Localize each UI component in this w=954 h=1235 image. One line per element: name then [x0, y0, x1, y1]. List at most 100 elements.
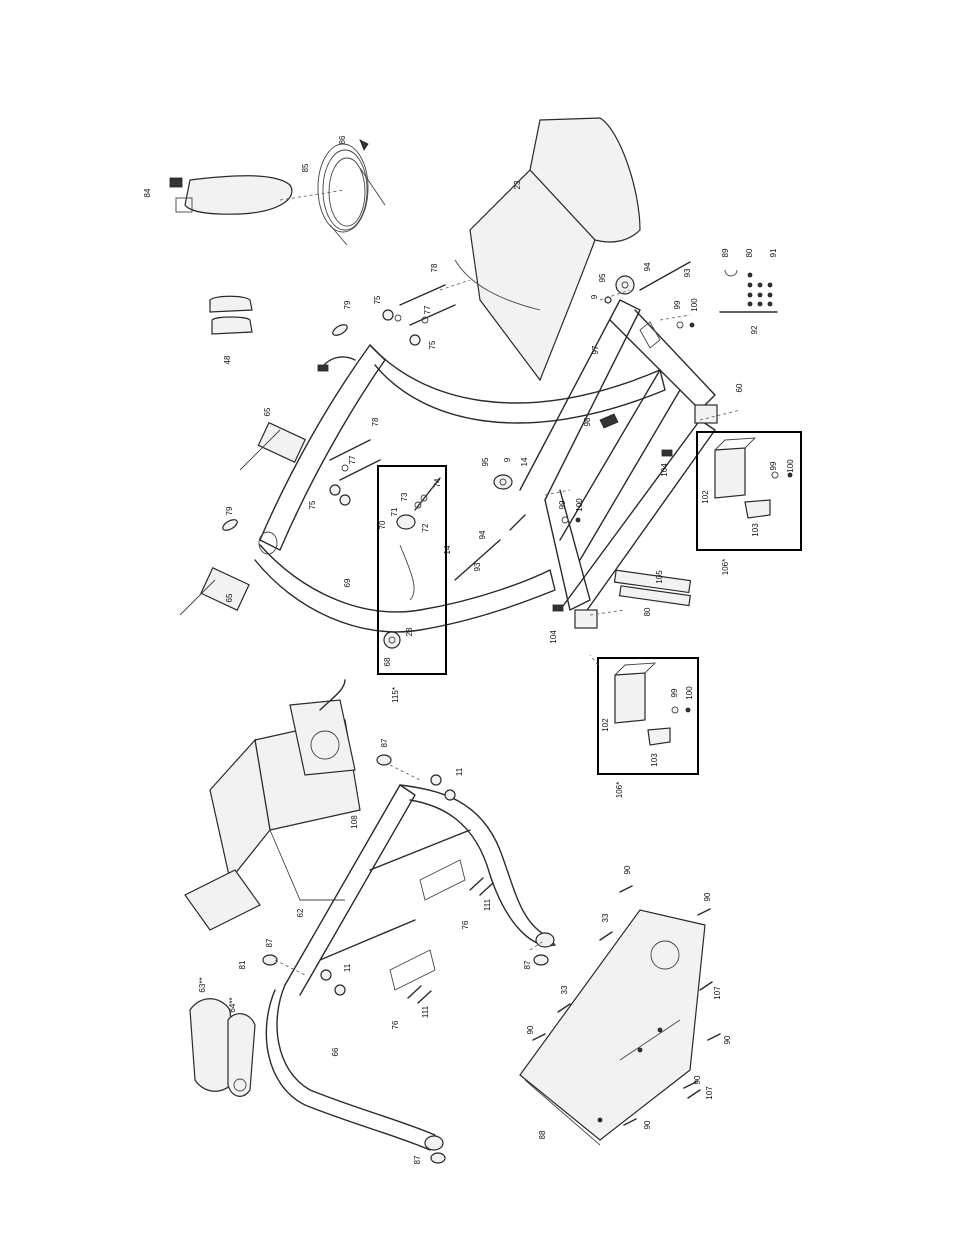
callout-l100b: 100: [575, 498, 584, 512]
callout-l103b: 103: [650, 753, 659, 767]
callout-l90b: 90: [703, 892, 712, 901]
callout-l72: 72: [421, 523, 430, 532]
callout-l73: 73: [400, 492, 409, 501]
part-wire-harness: [318, 357, 355, 371]
callout-l106a: 106*: [721, 559, 730, 575]
part-84-strap: [170, 176, 292, 214]
callout-l79a: 79: [343, 300, 352, 309]
callout-l111b: 111: [421, 1005, 430, 1018]
callout-l90d: 90: [723, 1035, 732, 1044]
callout-l115: 115*: [391, 687, 400, 703]
callout-l28: 28: [405, 627, 414, 636]
callout-l63: 63**: [198, 977, 207, 992]
part-63-64-handles: [190, 999, 255, 1097]
part-78-bolts-lower: [330, 440, 380, 505]
callout-l90c: 90: [526, 1025, 535, 1034]
callout-l90a: 90: [623, 865, 632, 874]
callout-l97: 97: [591, 345, 600, 354]
callout-l81: 81: [238, 960, 247, 969]
callout-l98: 98: [583, 417, 592, 426]
callout-l77b: 77: [348, 455, 357, 464]
part-23-seat: [455, 118, 640, 380]
callout-l103a: 103: [751, 523, 760, 537]
callout-l14b: 14: [443, 545, 452, 554]
callout-l99c: 99: [769, 461, 778, 470]
callout-l108: 108: [350, 815, 359, 829]
callout-l33a: 33: [601, 913, 610, 922]
callout-l102a: 102: [701, 490, 710, 504]
callout-l94b: 94: [478, 530, 487, 539]
callout-l87b: 87: [265, 938, 274, 947]
callout-l84: 84: [143, 188, 152, 197]
callout-l87c: 87: [523, 960, 532, 969]
callout-l11a: 11: [455, 767, 464, 776]
callout-l74: 74: [433, 478, 442, 487]
callout-l11b: 11: [343, 963, 352, 972]
callout-l85: 85: [301, 163, 310, 172]
callout-l100c: 100: [786, 459, 795, 473]
callout-l75c: 75: [308, 500, 317, 509]
part-65-pad-lower: [180, 568, 249, 615]
callout-l95a: 95: [598, 273, 607, 282]
callout-l90e: 90: [693, 1075, 702, 1084]
callout-l70: 70: [378, 520, 387, 529]
callout-l65b: 65: [225, 593, 234, 602]
callout-l23: 23: [513, 180, 522, 189]
callout-l91: 91: [769, 248, 778, 257]
callout-l87d: 87: [413, 1155, 422, 1164]
part-105-cylinder: [615, 570, 691, 605]
callout-l77a: 77: [423, 305, 432, 314]
callout-l104a: 104: [660, 463, 669, 477]
part-111-screws: [408, 878, 493, 1003]
callout-l60a: 60: [735, 383, 744, 392]
callout-l9a: 9: [590, 294, 599, 299]
callout-l66: 66: [331, 1047, 340, 1056]
part-95-pulley-lower: [455, 475, 525, 580]
callout-l33b: 33: [560, 985, 569, 994]
callout-l76b: 76: [391, 1020, 400, 1029]
part-65-pad-upper: [240, 423, 305, 470]
callout-l100d: 100: [685, 686, 694, 700]
callout-l86: 86: [338, 135, 347, 144]
callout-l107b: 107: [705, 1086, 714, 1100]
part-78-bolts-upper: [383, 285, 455, 345]
callout-l95b: 95: [481, 457, 490, 466]
part-hardware-group: [720, 270, 777, 312]
callout-l9b: 9: [503, 457, 512, 462]
callout-l94a: 94: [643, 262, 652, 271]
part-69-upright-frame: [255, 345, 665, 632]
callout-l68: 68: [383, 657, 392, 666]
callout-l104b: 104: [549, 630, 558, 644]
callout-l105: 105: [655, 570, 664, 584]
callout-l99d: 99: [670, 688, 679, 697]
part-108-console: [185, 680, 360, 930]
callout-l80b: 80: [643, 607, 652, 616]
callout-l107a: 107: [713, 986, 722, 1000]
callout-l14a: 14: [520, 457, 529, 466]
part-66-crossbar: [266, 785, 555, 1150]
callout-l93a: 93: [683, 268, 692, 277]
callout-l78a: 78: [430, 263, 439, 272]
callout-l88: 88: [538, 1130, 547, 1139]
inset-106-lower: [590, 655, 698, 774]
callout-l79b: 79: [225, 506, 234, 515]
inset-106-upper: [697, 432, 801, 550]
part-48-weights: [210, 296, 252, 334]
callout-l99a: 99: [673, 300, 682, 309]
callout-l65a: 65: [263, 407, 272, 416]
callout-l92: 92: [750, 325, 759, 334]
callout-l90f: 90: [643, 1120, 652, 1129]
callout-l102b: 102: [601, 718, 610, 732]
callout-l62: 62: [296, 908, 305, 917]
callout-l71: 71: [390, 507, 399, 516]
inset-115: [378, 466, 446, 674]
callout-l78b: 78: [371, 417, 380, 426]
callout-l99b: 99: [558, 500, 567, 509]
callout-l93b: 93: [473, 562, 482, 571]
callout-l111a: 111: [483, 898, 492, 911]
callout-l75b: 75: [428, 340, 437, 349]
callout-l48: 48: [223, 355, 232, 364]
callout-l80a: 80: [745, 248, 754, 257]
